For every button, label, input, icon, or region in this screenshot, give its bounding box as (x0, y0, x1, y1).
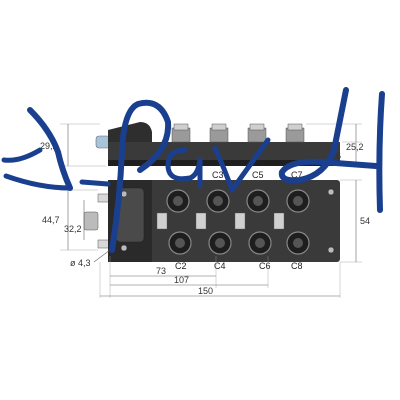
socket-pins (173, 196, 183, 206)
ports-top-row (166, 189, 310, 213)
dim-front-height-inner: 32,2 (64, 224, 82, 234)
port-label-c6: C6 (259, 261, 271, 271)
dim-overall-length: 150 (198, 286, 213, 296)
port-label-c8: C8 (291, 261, 303, 271)
socket-pins (253, 196, 263, 206)
port-label-c2: C2 (175, 261, 187, 271)
socket-pins (215, 238, 225, 248)
socket-pins (175, 238, 185, 248)
side-port-caps (171, 123, 305, 143)
side-clip (83, 211, 99, 231)
socket-pins (293, 238, 303, 248)
cable-stub (95, 135, 111, 149)
dim-side-top-right: 25,2 (346, 142, 364, 152)
mount-hole (120, 244, 128, 252)
label-windows (156, 212, 285, 230)
dim-side-height: 29,2 (40, 141, 58, 151)
dim-pitch-73: 73 (156, 266, 166, 276)
front-housing (108, 180, 340, 262)
dim-pitch-107: 107 (174, 275, 189, 285)
front-view: C3 C5 C7 C2 C4 C6 C8 44,7 32,2 54 ø 4,3 … (42, 170, 370, 298)
port-label-c5: C5 (252, 170, 264, 180)
handwritten-signature (1, 87, 385, 253)
dim-front-height-left: 44,7 (42, 215, 60, 225)
dim-hole-diameter: ø 4,3 (70, 258, 91, 268)
socket-pins (293, 196, 303, 206)
dim-front-height-right: 54 (360, 216, 370, 226)
port-label-c3: C3 (212, 170, 224, 180)
ports-bottom-row (168, 231, 310, 255)
socket-pins (255, 238, 265, 248)
side-housing (108, 142, 340, 164)
dim-side-mid-right: 16 (331, 151, 341, 161)
socket-pins (213, 196, 223, 206)
port-label-c4: C4 (214, 261, 226, 271)
port-label-c7: C7 (291, 170, 303, 180)
mount-hole (327, 188, 335, 196)
mount-hole (327, 246, 335, 254)
